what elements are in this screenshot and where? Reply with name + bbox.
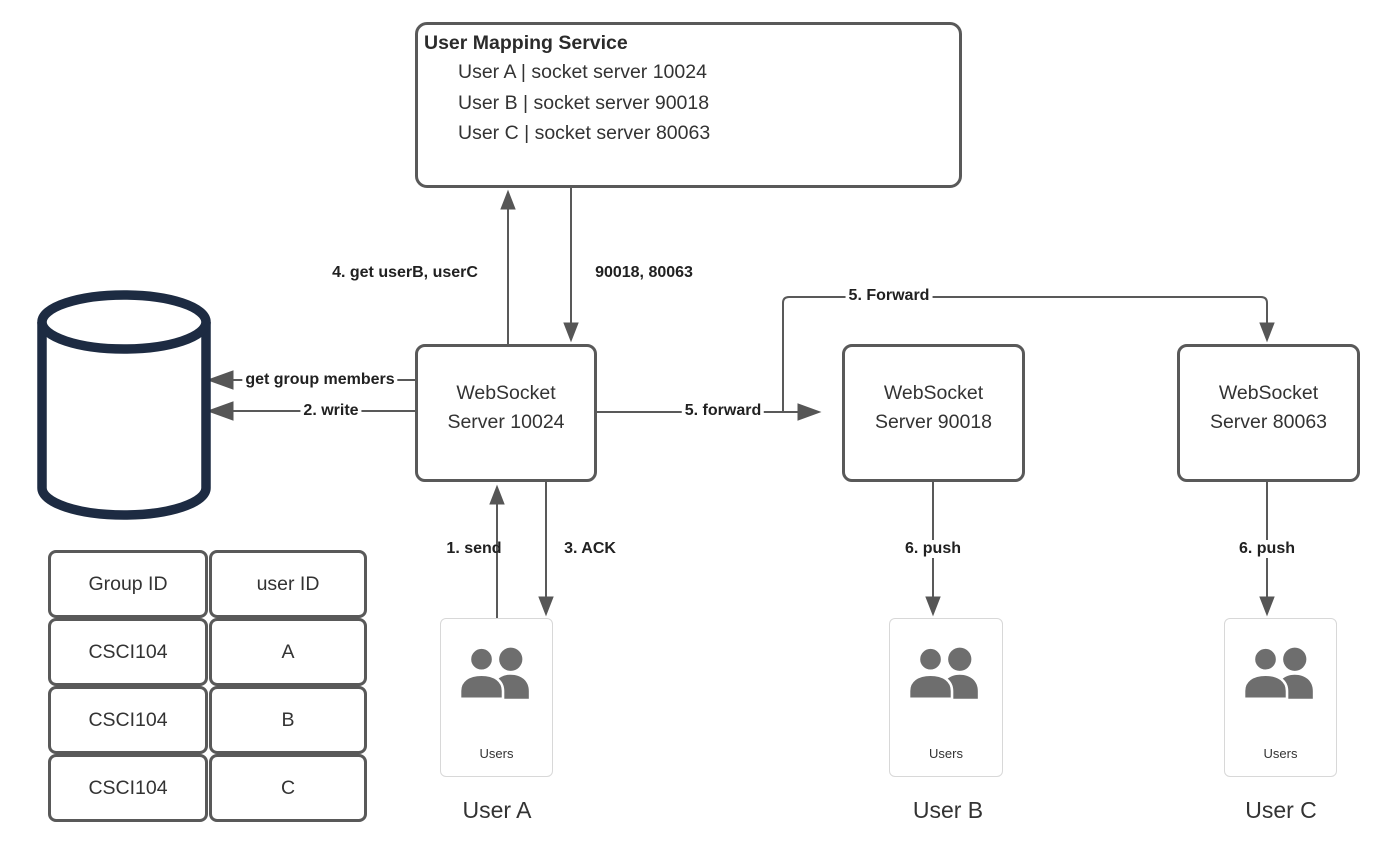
server-line1: WebSocket — [883, 382, 984, 404]
mapping-entry: User B | socket server 90018 — [458, 91, 710, 114]
table-cell: A — [209, 618, 367, 686]
server-line1: WebSocket — [1218, 382, 1319, 404]
server-line2: Server 10024 — [447, 411, 565, 433]
user-a-label: User A — [462, 797, 532, 823]
mapping-title: User Mapping Service — [424, 32, 628, 54]
table-cell: C — [209, 754, 367, 822]
server-line1: WebSocket — [456, 382, 556, 404]
arrow-forward-upper — [782, 296, 1268, 412]
arrowhead-right-icon — [797, 403, 822, 421]
database-icon — [37, 290, 211, 520]
users-box-b: Users — [889, 618, 1003, 777]
label-ack: 3. ACK — [564, 540, 616, 557]
user-c-label: User C — [1245, 797, 1317, 823]
mapping-entry: User A | socket server 10024 — [458, 61, 707, 83]
mapping-entry: User C | socket server 80063 — [458, 122, 711, 144]
label-push-b: 6. push — [901, 540, 965, 558]
label-write: 2. write — [300, 402, 362, 420]
server-line2: Server 80063 — [1209, 411, 1328, 433]
arrowhead-down-icon — [1259, 596, 1275, 617]
label-mapping-response: 90018, 80063 — [595, 264, 693, 281]
websocket-server-90018-box: WebSocket Server 90018 — [842, 344, 1025, 482]
arrowhead-down-icon — [563, 322, 579, 343]
label-send: 1. send — [446, 540, 502, 557]
arrowhead-down-icon — [1259, 322, 1275, 343]
label-push-c: 6. push — [1235, 540, 1299, 558]
users-icon — [458, 646, 529, 701]
users-box-c: Users — [1224, 618, 1337, 777]
users-icon — [907, 646, 978, 701]
users-icon — [1242, 646, 1313, 701]
arrowhead-down-icon — [925, 596, 941, 617]
arrowhead-down-icon — [538, 596, 554, 617]
label-forward-lower: 5. forward — [681, 402, 765, 420]
label-get-group-members: get group members — [242, 371, 398, 389]
users-caption: Users — [479, 746, 514, 761]
table-cell: CSCI104 — [48, 618, 208, 686]
websocket-server-10024-box: WebSocket Server 10024 — [415, 344, 597, 482]
table-header-cell: user ID — [209, 550, 367, 618]
users-box-a: Users — [440, 618, 553, 777]
table-cell: CSCI104 — [48, 754, 208, 822]
server-line2: Server 90018 — [874, 411, 993, 433]
table-cell: B — [209, 686, 367, 754]
table-cell: CSCI104 — [48, 686, 208, 754]
label-get-userb-userc: 4. get userB, userC — [332, 264, 478, 281]
arrowhead-left-icon — [206, 370, 234, 390]
websocket-server-80063-box: WebSocket Server 80063 — [1177, 344, 1360, 482]
user-b-label: User B — [912, 797, 984, 823]
users-caption: Users — [1263, 746, 1298, 761]
user-mapping-service-box: User Mapping Service User A | socket ser… — [415, 22, 962, 188]
table-header-cell: Group ID — [48, 550, 208, 618]
arrowhead-left-icon — [206, 401, 234, 421]
arrowhead-up-icon — [500, 189, 516, 210]
users-caption: Users — [929, 746, 963, 761]
arrowhead-up-icon — [489, 484, 505, 505]
label-forward-upper: 5. Forward — [845, 287, 933, 305]
